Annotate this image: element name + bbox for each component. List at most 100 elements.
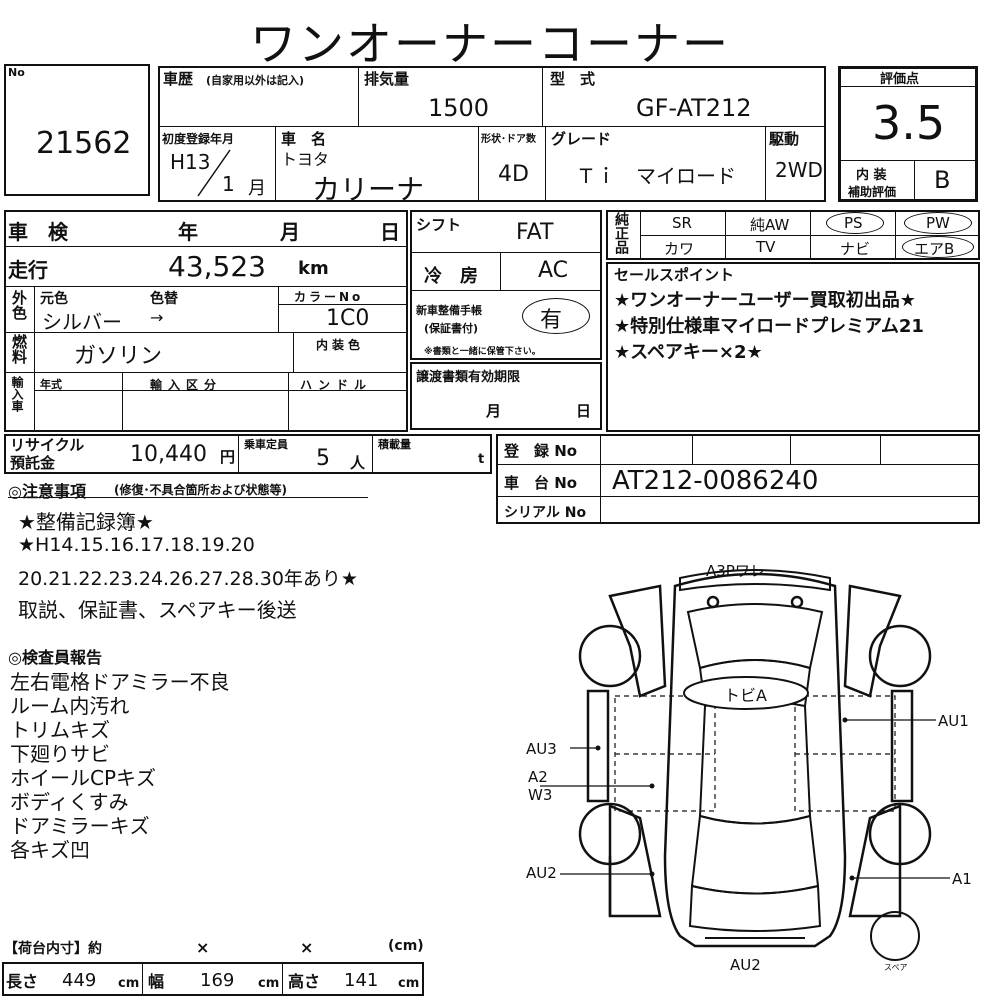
first-reg-month-unit: 月: [248, 178, 266, 199]
score-label: 評価点: [880, 72, 920, 87]
manual-label-1: 新車整備手帳: [416, 304, 482, 317]
aircon-label: 冷 房: [424, 266, 478, 287]
equip-aw: 純AW: [750, 216, 790, 234]
car-maker: トヨタ: [281, 150, 330, 169]
inspector-line-7: ドアミラーキズ: [10, 814, 150, 838]
cargo-length-cm: cm: [118, 976, 140, 991]
equip-airbag: エアB: [914, 240, 955, 258]
mark-au2-bottom: AU2: [730, 956, 761, 974]
cargo-x2: ×: [300, 938, 314, 957]
color-code-value: 1C0: [326, 306, 370, 331]
inspector-line-1: 左右電格ドアミラー不良: [10, 670, 230, 694]
equipment-label: 純正品: [613, 212, 629, 254]
notes-line-3: 20.21.22.23.24.26.27.28.30年あり★: [18, 568, 358, 590]
outer-color-label: 外色: [10, 290, 28, 320]
load-unit: t: [478, 452, 485, 467]
equip-airbag-oval: [902, 236, 974, 258]
page-title: ワンオーナーコーナー: [250, 17, 730, 71]
car-name: カリーナ: [312, 173, 425, 206]
sales-point-line-2: ★特別仕様車マイロードプレミアム21: [614, 316, 924, 337]
fuel-label: 燃料: [10, 334, 28, 364]
notes-line-1: ★整備記録簿★: [18, 510, 154, 534]
displacement-value: 1500: [428, 94, 490, 122]
transfer-month: 月: [486, 402, 502, 420]
car-name-label: 車 名: [281, 130, 327, 148]
cargo-label: 【荷台内寸】約: [4, 941, 102, 957]
grade-value: Ｔｉ マイロード: [576, 164, 736, 188]
load-label: 積載量: [378, 438, 411, 451]
mark-a1: A1: [952, 870, 972, 888]
orig-color-value: シルバー: [42, 310, 122, 334]
body-doors-value: 4D: [498, 162, 529, 187]
mark-roof: トビA: [724, 686, 767, 705]
mileage-unit: km: [298, 258, 329, 279]
inspector-line-2: ルーム内汚れ: [10, 694, 130, 718]
interior-score-value: B: [934, 166, 951, 194]
shift-value: FAT: [516, 220, 554, 245]
equip-pw: PW: [926, 214, 950, 232]
sales-points-box: [606, 262, 980, 432]
grade-label: グレード: [551, 130, 612, 148]
shaken-month: 月: [280, 220, 300, 244]
notes-label: ◎注意事項: [8, 482, 86, 501]
equip-pw-oval: [904, 212, 972, 234]
score-box: [838, 66, 978, 202]
shaken-day: 日: [380, 220, 400, 244]
cargo-unit: (cm): [388, 938, 424, 954]
cargo-x1: ×: [196, 938, 210, 957]
mark-au1: AU1: [938, 712, 969, 730]
recycle-value: 10,440: [130, 442, 207, 467]
recycle-unit: 円: [220, 448, 236, 466]
fuel-value: ガソリン: [74, 344, 163, 369]
capacity-label: 乗車定員: [244, 438, 288, 451]
import-type-label: 輸入区分: [150, 378, 223, 392]
serial-label: シリアル No: [504, 505, 587, 521]
transfer-block: [410, 362, 602, 430]
cargo-height-cm: cm: [398, 976, 420, 991]
interior-score-label-1: 内 装: [856, 168, 887, 183]
shift-block: [410, 210, 602, 360]
cargo-height-value: 141: [344, 970, 379, 991]
vehicle-info-block: [158, 66, 826, 202]
history-note: (自家用以外は記入): [206, 74, 305, 87]
recycle-label-2: 預託金: [10, 454, 56, 472]
capacity-unit: 人: [350, 454, 366, 472]
cargo-length-label: 長さ: [6, 972, 39, 991]
manual-value-oval: [522, 298, 590, 334]
equip-sr: SR: [672, 214, 692, 232]
chassis-value: AT212-0086240: [612, 466, 819, 496]
mileage-value: 43,523: [168, 250, 266, 283]
first-reg-month: 1: [222, 172, 235, 196]
lot-number: 21562: [36, 126, 132, 161]
aircon-value: AC: [538, 258, 569, 283]
interior-color-label: 内装色: [316, 338, 365, 352]
equip-ps-oval: [826, 212, 884, 234]
notes-line-2: ★H14.15.16.17.18.19.20: [18, 534, 255, 556]
cargo-height-label: 高さ: [288, 972, 321, 991]
sales-point-line-3: ★スペアキー×2★: [614, 342, 763, 363]
equip-leather: カワ: [664, 240, 695, 258]
model-value: GF-AT212: [636, 94, 752, 122]
transfer-label: 譲渡書類有効期限: [416, 370, 521, 385]
shift-label: シフト: [416, 216, 462, 234]
recycle-box: [4, 434, 492, 474]
first-reg-label: 初度登録年月: [162, 132, 235, 146]
car-damage-diagram: [540, 569, 950, 961]
sales-points-label: セールスポイント: [614, 266, 735, 284]
chassis-block: [496, 434, 980, 524]
manual-note: ※書類と一緒に保管下さい。: [424, 347, 541, 357]
inspection-block: [4, 210, 408, 432]
transfer-day: 日: [576, 402, 592, 420]
inspector-line-8: 各キズ凹: [10, 838, 90, 862]
import-handle-label: ハンドル: [300, 378, 373, 392]
inspector-line-4: 下廻りサビ: [10, 742, 110, 766]
mark-a2: A2: [528, 768, 548, 786]
slash-divider: [197, 149, 231, 197]
inspector-line-5: ホイールCPキズ: [10, 766, 157, 790]
shaken-label: 車 検: [8, 220, 68, 244]
model-label: 型 式: [550, 70, 596, 88]
mark-spare: スペア: [884, 963, 908, 972]
capacity-value: 5: [316, 446, 330, 471]
equip-navi: ナビ: [840, 240, 871, 258]
lot-number-box: [4, 64, 150, 196]
